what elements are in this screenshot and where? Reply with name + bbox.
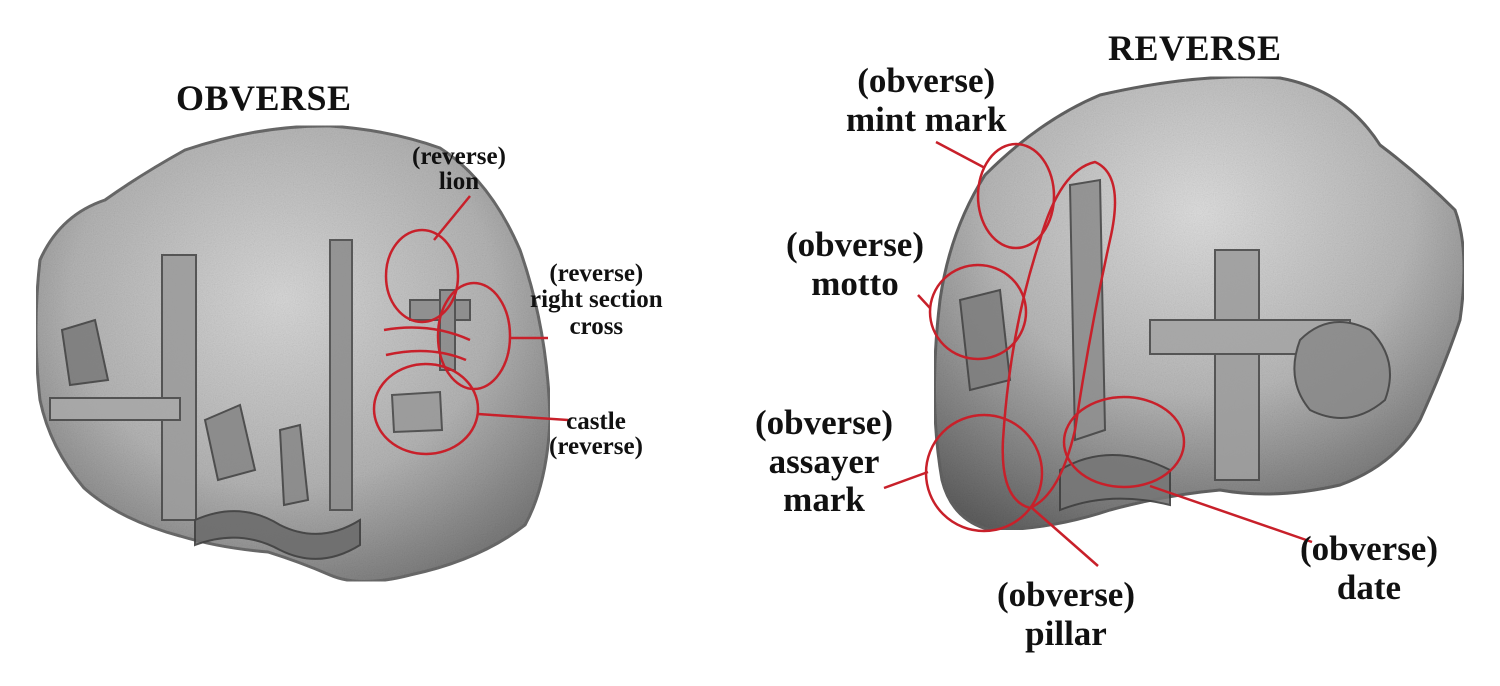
castle-label: castle (reverse) xyxy=(549,408,643,460)
cross-label: (reverse) right section cross xyxy=(530,260,663,340)
assayer-leader xyxy=(883,470,929,490)
obverse-crossline-2 xyxy=(385,349,467,362)
obverse-crossline-1 xyxy=(383,326,471,342)
reverse-annotations xyxy=(883,140,1313,567)
obverse-cross-design xyxy=(49,239,471,560)
reverse-title: REVERSE xyxy=(1108,28,1282,68)
obverse-annotations xyxy=(372,195,569,456)
reverse-coin xyxy=(932,75,1466,532)
date-circle xyxy=(1062,395,1186,489)
assayer-label: (obverse) assayer mark xyxy=(755,403,894,519)
motto-leader xyxy=(917,294,931,309)
mint-mark-label: (obverse) mint mark xyxy=(846,61,1007,139)
date-leader xyxy=(1149,484,1313,544)
lion-label: (reverse) lion xyxy=(412,143,506,195)
motto-label: (obverse) motto xyxy=(786,225,925,303)
lion-circle xyxy=(384,228,460,324)
lion-leader xyxy=(433,195,471,241)
motto-circle xyxy=(928,263,1028,361)
mint-mark-circle xyxy=(976,142,1056,250)
castle-leader xyxy=(477,412,569,422)
reverse-design xyxy=(958,178,1391,512)
obverse-title: OBVERSE xyxy=(176,78,352,118)
date-label: (obverse) date xyxy=(1300,529,1439,607)
pillar-outline xyxy=(1001,160,1117,510)
pillar-leader xyxy=(1031,507,1099,567)
obverse-coin xyxy=(34,124,552,583)
mint-mark-leader xyxy=(935,140,986,170)
castle-circle xyxy=(372,362,480,456)
pillar-label: (obverse) pillar xyxy=(997,575,1136,653)
